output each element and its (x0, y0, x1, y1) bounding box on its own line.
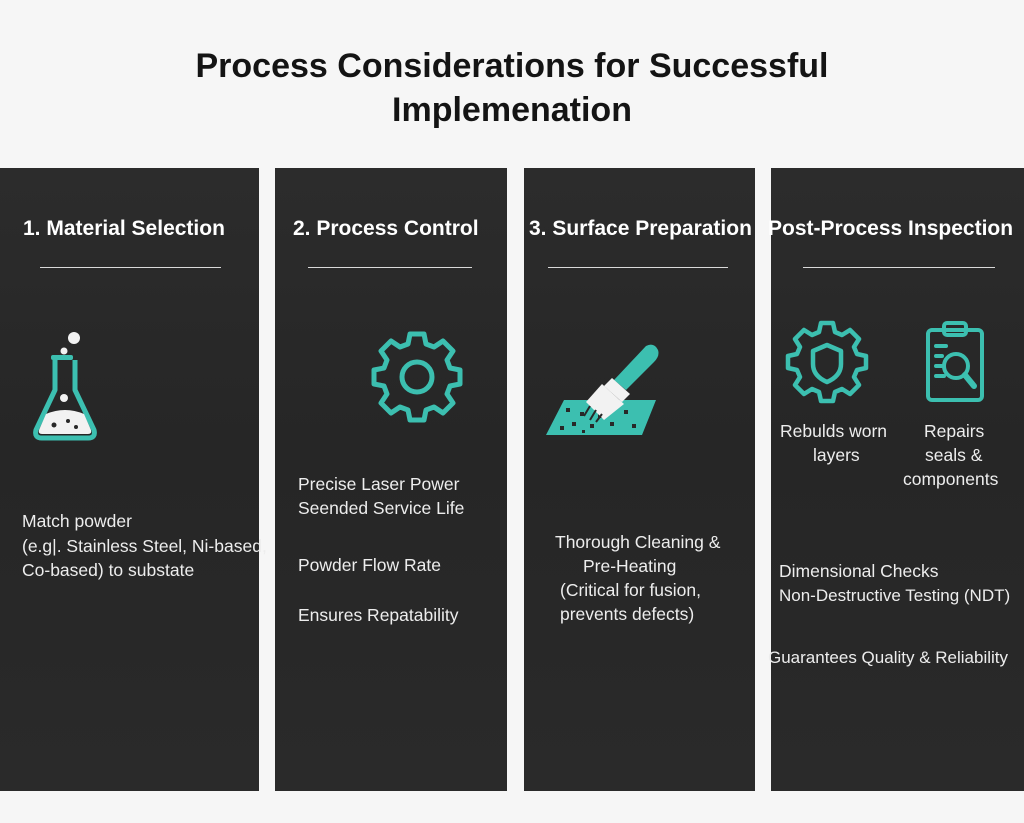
material-line-2: (e.g|. Stainless Steel, Ni-based, (22, 536, 267, 556)
icon-label-rebuilds-1: Rebulds worn (780, 421, 887, 441)
control-line-2: Seended Service Life (298, 498, 465, 518)
clipboard-magnifier-icon (924, 320, 986, 404)
icon-label-repairs-3: components (903, 469, 999, 489)
heading-post-process-inspection: Post-Process Inspection (768, 217, 1014, 240)
heading-material-selection: 1. Material Selection (23, 217, 225, 240)
surface-line-1: Thorough Cleaning & (555, 532, 721, 552)
heading-surface-preparation: 3. Surface Preparation (529, 217, 752, 240)
divider (40, 267, 221, 268)
flask-icon (28, 330, 102, 444)
panel-process-control (275, 168, 507, 791)
inspection-line-1: Dimensional Checks (779, 561, 939, 581)
surface-line-2: Pre-Heating (583, 556, 677, 576)
control-line-4: Ensures Repatability (298, 605, 459, 625)
page-title: Process Considerations for Successful Im… (0, 44, 1024, 132)
icon-label-rebuilds-2: layers (813, 445, 860, 465)
divider (548, 267, 728, 268)
brush-icon (542, 340, 668, 440)
control-line-3: Powder Flow Rate (298, 555, 441, 575)
divider (308, 267, 472, 268)
page-title-line-2: Implemenation (392, 91, 632, 129)
heading-process-control: 2. Process Control (293, 217, 479, 240)
shield-gear-icon (785, 320, 869, 404)
panel-surface-preparation (524, 168, 755, 791)
material-line-3: Co-based) to substate (22, 560, 195, 580)
inspection-line-3: Guarantees Quality & Reliability (768, 648, 1009, 667)
material-line-1: Match powder (22, 511, 132, 531)
surface-line-3: (Critical for fusion, (560, 580, 702, 600)
panel-post-process-inspection (771, 168, 1024, 791)
control-line-1: Precise Laser Power (298, 474, 460, 494)
divider (803, 267, 995, 268)
page-title-line-1: Process Considerations for Successful (195, 47, 829, 85)
icon-label-repairs-2: seals & (925, 445, 983, 465)
gear-icon (370, 330, 464, 424)
inspection-line-2: Non-Destructive Testing (NDT) (779, 586, 1011, 605)
panel-material-selection (0, 168, 259, 791)
icon-label-repairs-1: Repairs (924, 421, 985, 441)
surface-line-4: prevents defects) (560, 604, 695, 624)
